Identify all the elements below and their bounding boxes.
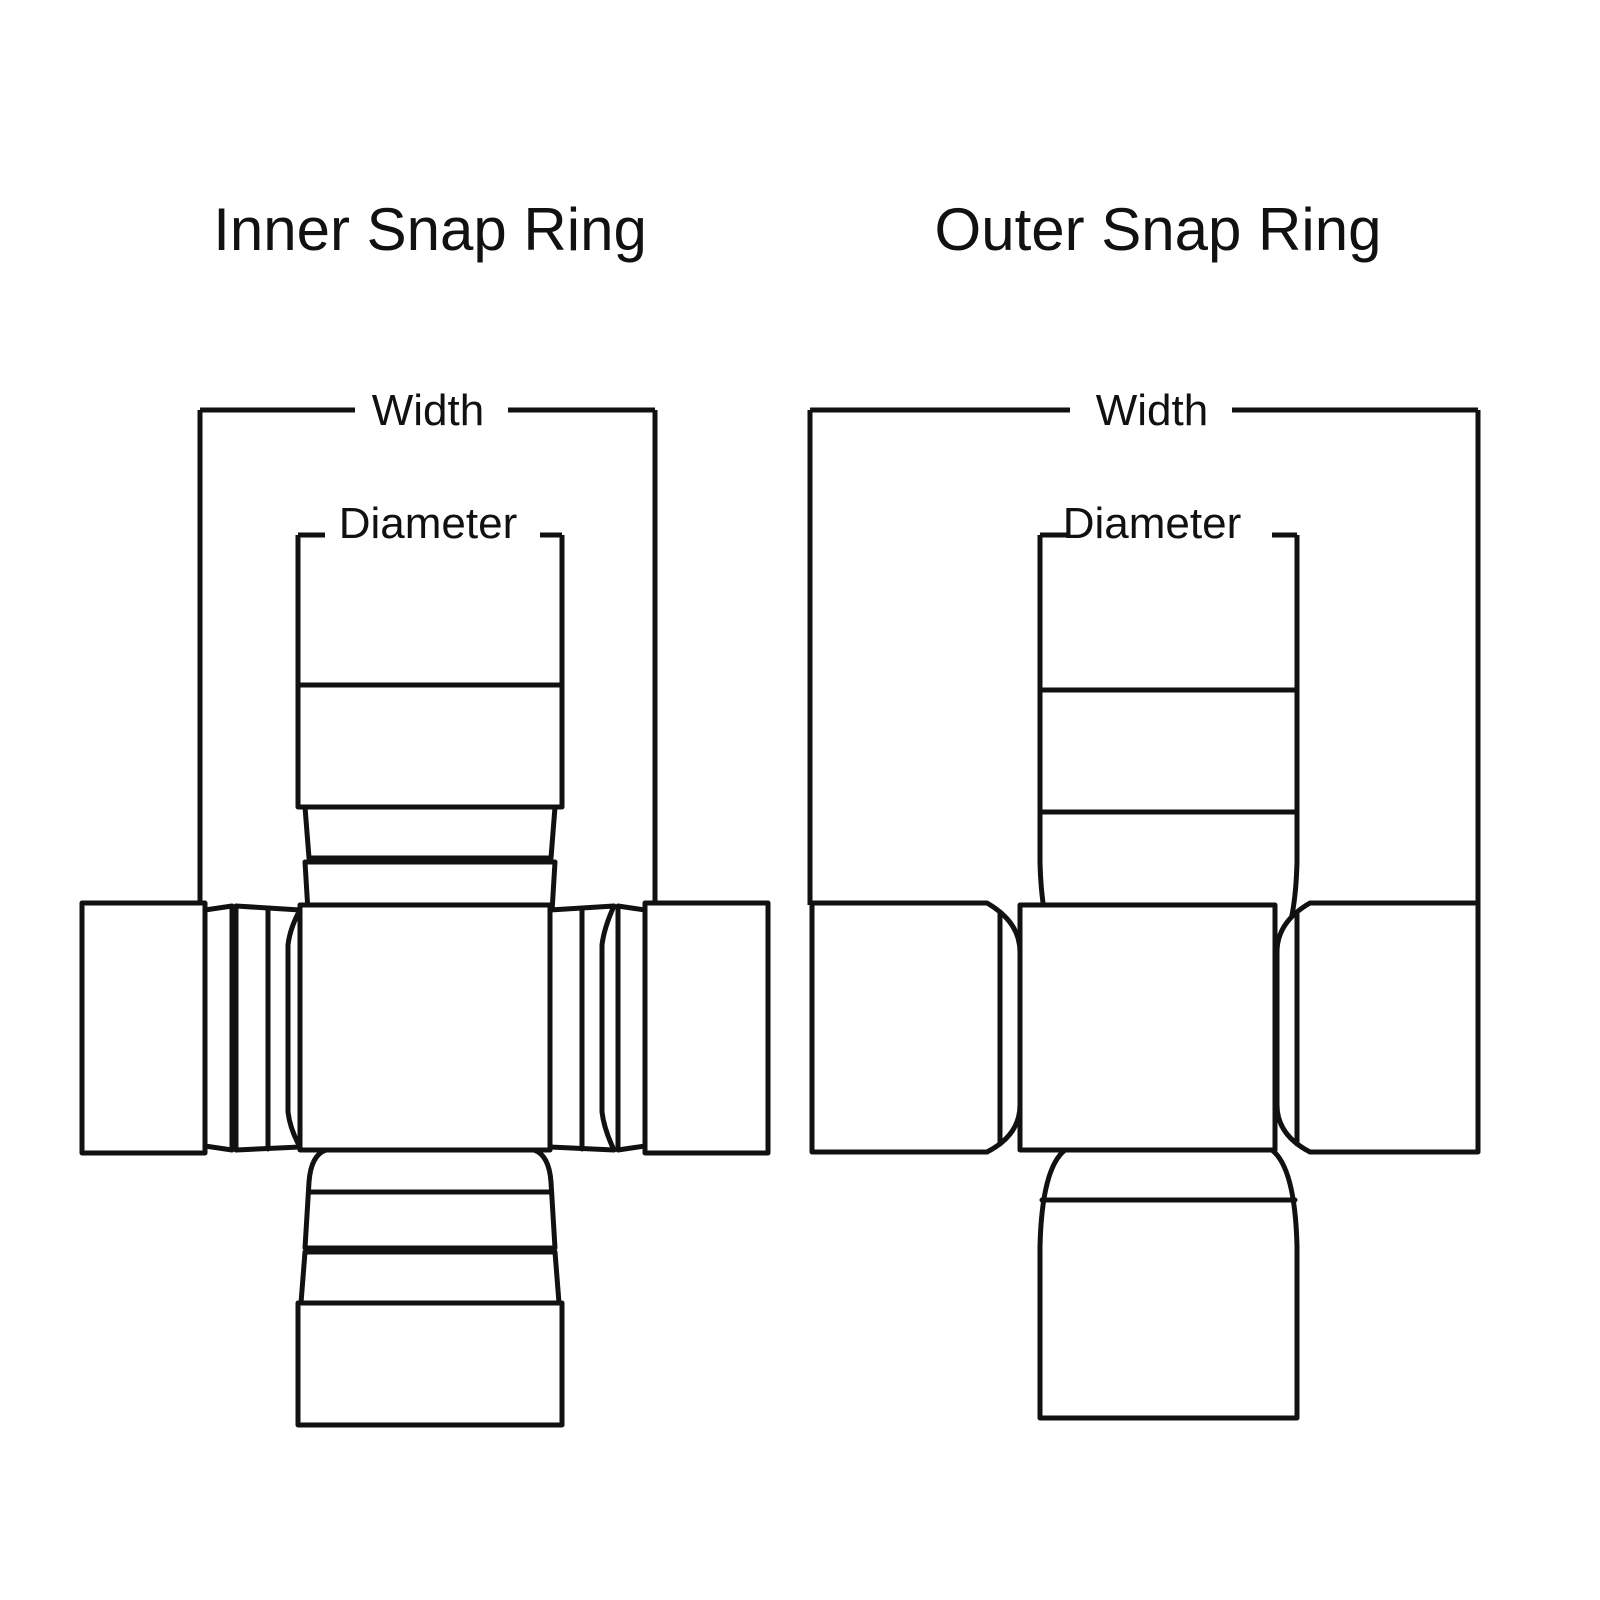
dimension-width-outer: Width [807,386,1481,905]
bearing-cap-bottom [1037,1147,1300,1421]
diagram-outer-snap-ring: Outer Snap Ring Width Diameter [807,196,1481,1421]
dimension-width-inner: Width [197,386,658,905]
bearing-cap-bottom [295,1300,565,1428]
bearing-cap-top [295,682,565,810]
cross-body-center [297,902,553,1153]
bearing-cap-right [1274,900,1481,1155]
dimension-label-diameter: Diameter [1063,499,1242,548]
cross-body-center [1017,902,1278,1153]
title-outer-snap-ring: Outer Snap Ring [935,196,1382,263]
snap-ring-band-top [302,804,558,861]
title-inner-snap-ring: Inner Snap Ring [213,196,647,263]
bearing-cap-left [809,900,1023,1155]
dimension-diameter-outer: Diameter [1037,499,1300,690]
bearing-cap-right [642,900,771,1156]
snap-ring-band-right [615,903,648,1153]
trunnion-shoulder-bottom [302,1147,558,1251]
bearing-cap-left [79,900,208,1156]
dimension-diameter-inner: Diameter [295,499,565,685]
dimension-label-width: Width [372,386,484,435]
diagram-inner-snap-ring: Inner Snap Ring Width Diameter [79,196,771,1428]
snap-ring-band-bottom [298,1249,562,1306]
dimension-label-width: Width [1096,386,1208,435]
snap-ring-band-left [202,903,235,1153]
dimension-label-diameter: Diameter [339,499,518,548]
